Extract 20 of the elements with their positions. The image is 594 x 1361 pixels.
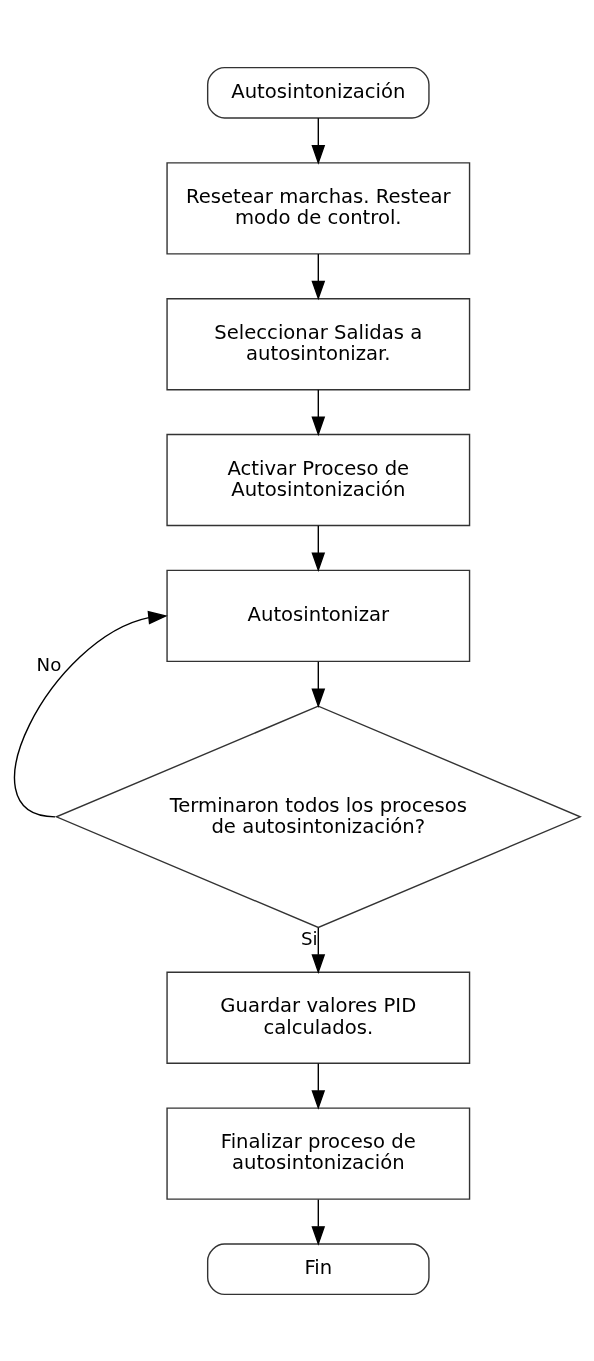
node-box: Autosintonizar — [166, 569, 471, 662]
arrow — [311, 926, 326, 974]
node-box: Seleccionar Salidas a autosintonizar. — [166, 297, 471, 390]
node-box: Fin — [206, 1242, 430, 1295]
node-diamond: Terminaron todos los procesos de autosintonización? — [54, 704, 582, 928]
node-box: Resetear marchas. Restear modo de control. — [166, 161, 471, 255]
arrow — [311, 116, 326, 165]
node-box: Finalizar proceso de autosintonización — [166, 1106, 471, 1200]
node-box: Activar Proceso de Autosintonización — [166, 433, 471, 526]
edge-label: No — [36, 653, 62, 675]
arrow — [311, 524, 326, 572]
arrow — [311, 252, 326, 300]
edge-label: Si — [300, 927, 318, 949]
arrow — [311, 388, 326, 436]
node-box: Guardar valores PID calculados. — [166, 971, 471, 1064]
arrow — [311, 1198, 326, 1246]
node-box: Autosintonización — [206, 66, 430, 119]
arrow — [14, 610, 168, 818]
arrow — [311, 660, 326, 708]
arrow — [311, 1062, 326, 1110]
